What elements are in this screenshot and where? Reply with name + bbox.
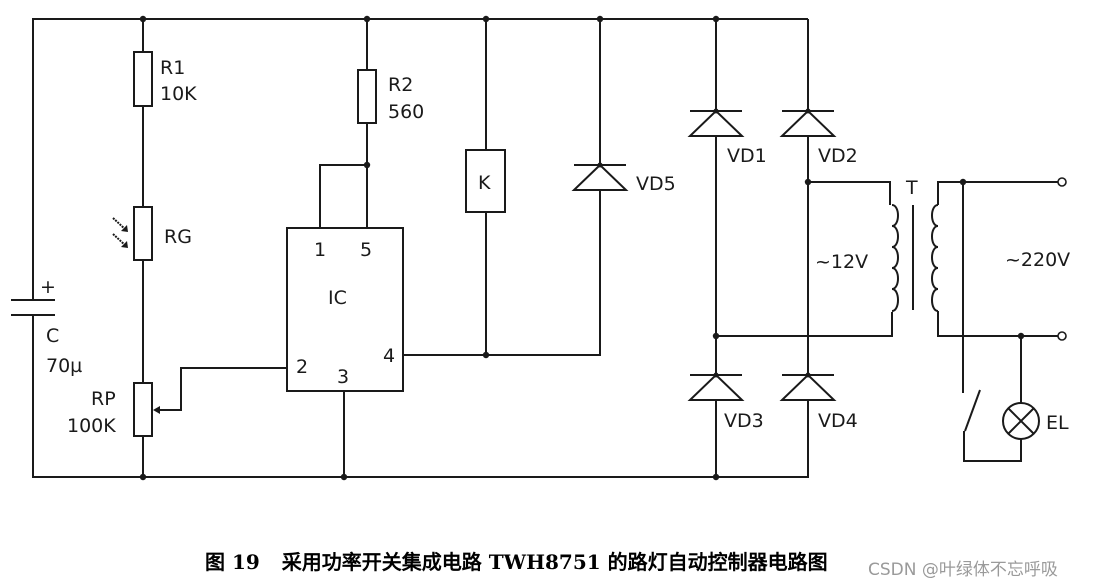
- diode-vd1: [687, 109, 745, 137]
- vd2-label: VD2: [818, 145, 858, 167]
- relay-label: K: [478, 172, 491, 194]
- ic-pin-1: 1: [314, 239, 326, 261]
- relay-contact-switch: [962, 182, 1022, 462]
- vd4-label: VD4: [818, 410, 858, 432]
- r2-branch: R2 560: [319, 19, 424, 228]
- capacitor-value: 70µ: [46, 355, 82, 377]
- ic-pin-5: 5: [360, 239, 372, 261]
- capacitor-polarity: +: [40, 276, 56, 298]
- vd1-label: VD1: [727, 145, 767, 167]
- junction-dots: [139, 15, 1025, 481]
- ic-pin-3: 3: [337, 366, 349, 388]
- diode-vd5: VD5: [571, 163, 676, 195]
- resistor-r2: [357, 69, 377, 124]
- bottom-rail: [32, 315, 809, 478]
- transformer-t: T ~220V: [716, 177, 1070, 341]
- diode-vd2: [779, 109, 837, 137]
- vd3-label: VD3: [724, 410, 764, 432]
- r1-value: 10K: [160, 83, 197, 105]
- lamp-el: EL: [1002, 336, 1069, 440]
- bridge-rectifier: VD1 VD2 VD3 VD4 ~12V: [687, 19, 868, 477]
- r1-rg-rp-branch: R1 10K RG RP 100K: [67, 19, 287, 477]
- ic-label: IC: [328, 287, 347, 309]
- rp-value: 100K: [67, 415, 116, 437]
- terminal-bottom: [1057, 331, 1067, 341]
- ic-twh8751: 1 5 IC 2 3 4: [286, 19, 601, 477]
- relay-k: K: [465, 19, 506, 355]
- ic-pin-4: 4: [383, 345, 395, 367]
- r1-label: R1: [160, 57, 185, 79]
- transformer-label: T: [905, 177, 918, 199]
- diode-vd4: [779, 373, 837, 401]
- diode-vd3: [687, 373, 745, 401]
- ic-pin-2: 2: [296, 356, 308, 378]
- potentiometer-rp: [133, 382, 153, 437]
- resistor-r1: [133, 51, 153, 107]
- rp-label: RP: [91, 388, 116, 410]
- r2-value: 560: [388, 101, 424, 123]
- lamp-label: EL: [1046, 412, 1069, 434]
- figure-caption: 图 19 采用功率开关集成电路 TWH8751 的路灯自动控制器电路图: [205, 546, 828, 575]
- r2-label: R2: [388, 74, 413, 96]
- wiper-arrow-icon: [153, 406, 160, 414]
- light-arrows-icon: [112, 217, 128, 248]
- capacitor-c: + C 70µ: [11, 276, 82, 377]
- secondary-voltage-label: ~12V: [815, 251, 868, 273]
- vd5-label: VD5: [636, 173, 676, 195]
- top-rail: [32, 18, 808, 300]
- capacitor-label: C: [46, 325, 59, 347]
- caption-text: 采用功率开关集成电路 TWH8751 的路灯自动控制器电路图: [281, 550, 828, 574]
- mains-voltage-label: ~220V: [1005, 249, 1070, 271]
- caption-number: 图 19: [205, 550, 260, 574]
- terminal-top: [1057, 177, 1067, 187]
- rg-label: RG: [164, 226, 192, 248]
- photoresistor-rg: [133, 206, 153, 261]
- watermark: CSDN @叶绿体不忘呼吸: [868, 560, 1058, 580]
